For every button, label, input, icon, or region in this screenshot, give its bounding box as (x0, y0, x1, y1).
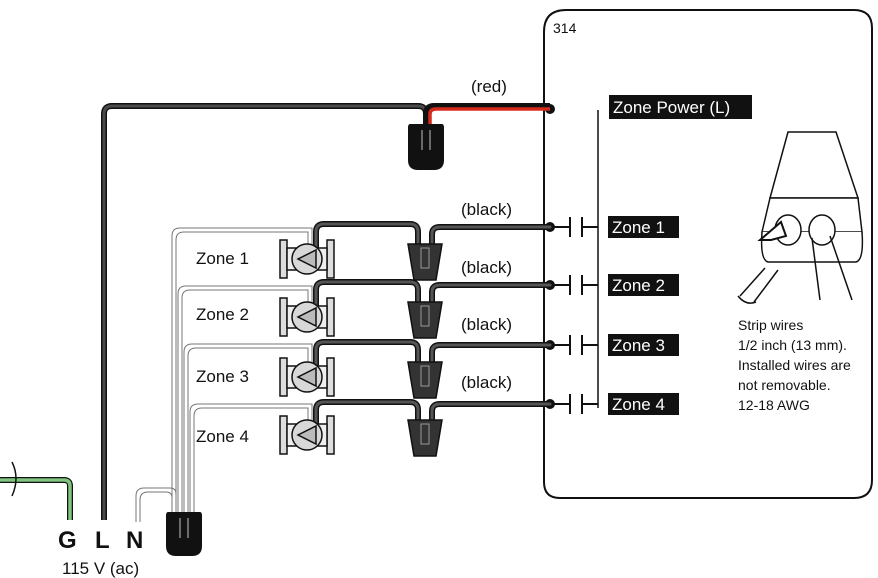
strip-note-line: not removable. (738, 377, 831, 393)
wire-nut-zone-1 (407, 243, 443, 281)
neutral-wire-bundle (135, 227, 313, 522)
pump-icon (279, 239, 335, 279)
wire-nut-neutral (166, 512, 202, 556)
pump-icon (279, 357, 335, 397)
wire-nut-zone-2 (407, 301, 443, 339)
line-label: L (95, 527, 110, 554)
strip-note-line: Installed wires are (738, 357, 851, 373)
wire-nut-power (408, 124, 444, 170)
black-wire-label: (black) (461, 315, 512, 334)
zone-terminal-2: Zone 2 (550, 274, 679, 296)
zone-wires (313, 221, 553, 431)
zone-terminal-label: Zone 3 (612, 336, 665, 355)
zone-terminal-3: Zone 3 (550, 334, 679, 356)
black-wire-label: (black) (461, 200, 512, 219)
red-wire-label: (red) (471, 77, 507, 96)
black-wire-label: (black) (461, 373, 512, 392)
wire-nut-zone-4 (407, 419, 443, 457)
zone-terminal-4: Zone 4 (550, 393, 679, 415)
wire-break-mark (11, 461, 17, 497)
strip-note-line: 12-18 AWG (738, 397, 810, 413)
wire-nut-zone-3 (407, 361, 443, 399)
neutral-label: N (126, 527, 143, 554)
strip-note-line: Strip wires (738, 317, 803, 333)
strip-note-line: 1/2 inch (13 mm). (738, 337, 847, 353)
zone-power-terminal: Zone Power (L) (609, 95, 752, 119)
pump-label: Zone 4 (196, 427, 249, 446)
ground-wire (0, 477, 73, 520)
voltage-label: 115 V (ac) (62, 559, 139, 578)
zone-terminal-label: Zone 2 (612, 276, 665, 295)
zone-terminal-1: Zone 1 (550, 216, 679, 238)
pump-icon (279, 415, 335, 455)
zone-terminal-label: Zone 1 (612, 218, 665, 237)
pump-label: Zone 2 (196, 305, 249, 324)
controller-model: 314 (553, 20, 577, 36)
red-wire (423, 103, 550, 124)
zone-power-label: Zone Power (L) (613, 98, 730, 117)
terminal-block-illustration (737, 131, 864, 304)
pump-label: Zone 1 (196, 249, 249, 268)
zone-terminal-label: Zone 4 (612, 395, 665, 414)
pump-label: Zone 3 (196, 367, 249, 386)
pump-icon (279, 297, 335, 337)
line-wire (101, 103, 429, 520)
black-wire-label: (black) (461, 258, 512, 277)
ground-label: G (58, 527, 77, 554)
